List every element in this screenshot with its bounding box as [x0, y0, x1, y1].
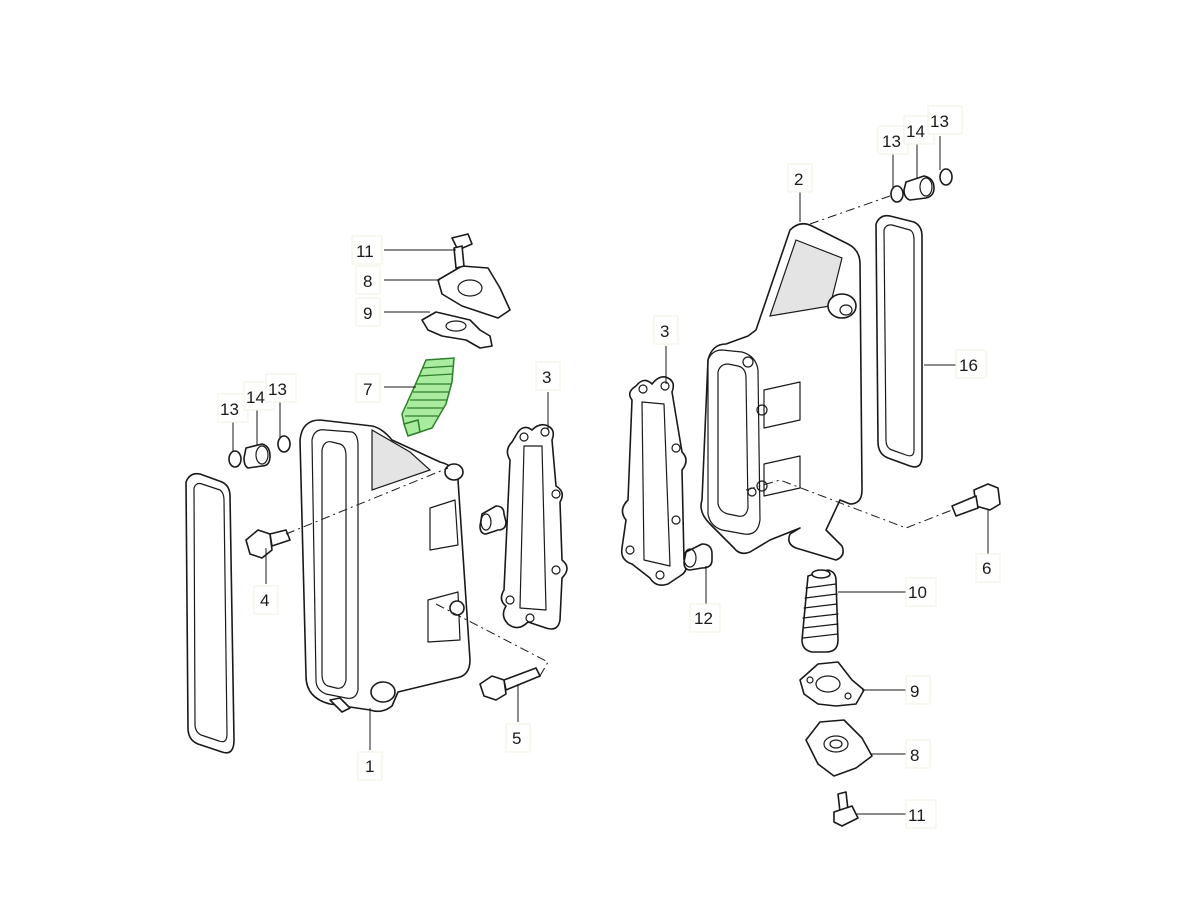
- callout-spacer-right: 14: [906, 122, 925, 141]
- callout-flange-top: 8: [363, 272, 372, 291]
- spacer-right[interactable]: [903, 175, 935, 201]
- callout-left-cover: 1: [365, 757, 374, 776]
- ring-right-a[interactable]: [890, 185, 904, 203]
- bolt-left-b[interactable]: [479, 667, 541, 701]
- right-cover[interactable]: [700, 222, 863, 561]
- callout-flange-bottom: 8: [910, 746, 919, 765]
- bolt-left-a[interactable]: [245, 529, 291, 559]
- flange-bottom[interactable]: [805, 719, 873, 777]
- screw-bottom[interactable]: [833, 791, 859, 827]
- callout-spacer-left: 14: [246, 388, 265, 407]
- callout-right-cover: 2: [794, 170, 803, 189]
- ring-right-b[interactable]: [939, 168, 953, 186]
- left-cover[interactable]: [299, 419, 471, 713]
- callout-bolt-left-b: 5: [512, 729, 521, 748]
- callout-bolt-left-a: 4: [260, 591, 269, 610]
- callout-ring-right-a: 13: [882, 132, 901, 151]
- callout-bellows-highlighted: 7: [363, 380, 372, 399]
- leader-lines: [232, 136, 989, 815]
- callout-flange-gasket-top: 9: [363, 304, 372, 323]
- spacer-left[interactable]: [243, 443, 271, 469]
- ring-left-a[interactable]: [228, 450, 242, 468]
- ring-left-b[interactable]: [277, 435, 291, 453]
- callout-gasket-right: 3: [660, 322, 669, 341]
- callout-bellows-right: 10: [908, 583, 927, 602]
- sleeve-left[interactable]: [479, 505, 507, 535]
- callout-ring-right-b: 13: [930, 112, 949, 131]
- callout-gasket-left: 3: [542, 368, 551, 387]
- callout-ring-left-a: 13: [220, 400, 239, 419]
- bellows-right[interactable]: [801, 569, 839, 653]
- gasket-left[interactable]: [500, 423, 568, 630]
- callout-screw-bottom: 11: [908, 806, 926, 825]
- callout-flange-gasket-bottom: 9: [910, 682, 919, 701]
- callout-labels: 11 8 9 7 3 13 14 13 4 5 1 3 2 13 14 13 1: [217, 105, 1001, 829]
- flange-top[interactable]: [437, 265, 511, 319]
- flange-gasket-top[interactable]: [421, 311, 493, 349]
- seal-left[interactable]: [185, 472, 235, 754]
- flange-gasket-bottom[interactable]: [799, 661, 865, 707]
- gasket-right[interactable]: [620, 376, 688, 586]
- assembly-line-right-a: [809, 195, 891, 225]
- callout-bolt-right: 6: [982, 559, 991, 578]
- callout-seal-right: 16: [959, 356, 978, 375]
- bellows-highlighted[interactable]: [401, 357, 455, 437]
- bolt-right[interactable]: [951, 483, 1001, 517]
- screw-top[interactable]: [451, 233, 473, 269]
- callout-sleeve-right: 12: [694, 609, 713, 628]
- callout-ring-left-b: 13: [268, 380, 287, 399]
- seal-right[interactable]: [875, 214, 923, 468]
- callout-screw-top: 11: [356, 242, 374, 261]
- assembly-line-right-b: [745, 479, 953, 529]
- assembly-line-left-b: [435, 603, 549, 677]
- sleeve-right[interactable]: [683, 543, 713, 571]
